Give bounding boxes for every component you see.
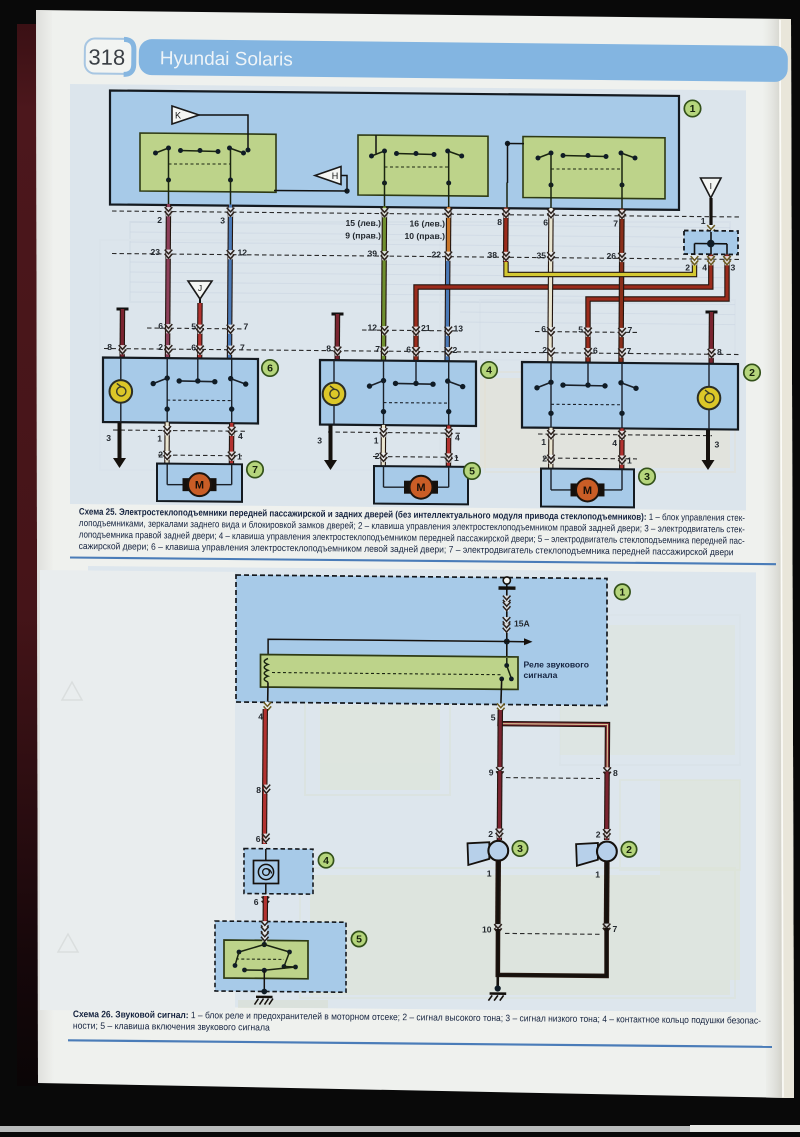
svg-text:1: 1 — [701, 216, 706, 226]
svg-text:2: 2 — [375, 451, 380, 461]
svg-text:7: 7 — [628, 325, 633, 335]
svg-text:I: I — [710, 181, 712, 191]
svg-text:5: 5 — [469, 466, 475, 478]
svg-text:3: 3 — [517, 843, 523, 855]
svg-text:1: 1 — [487, 869, 492, 879]
svg-text:3: 3 — [106, 433, 111, 443]
svg-text:1: 1 — [627, 456, 632, 466]
svg-text:7: 7 — [375, 344, 380, 354]
svg-text:22: 22 — [431, 250, 441, 260]
svg-text:5: 5 — [191, 321, 196, 331]
svg-text:35: 35 — [536, 251, 546, 261]
svg-text:4: 4 — [486, 365, 492, 377]
svg-text:1: 1 — [237, 452, 242, 462]
svg-text:9: 9 — [489, 768, 494, 778]
svg-text:1: 1 — [454, 453, 459, 463]
svg-text:2: 2 — [596, 830, 601, 840]
svg-text:2: 2 — [542, 345, 547, 355]
svg-text:1: 1 — [595, 869, 600, 879]
svg-text:39: 39 — [367, 249, 377, 259]
svg-text:M: M — [416, 482, 425, 494]
svg-text:3: 3 — [644, 471, 650, 483]
svg-text:3: 3 — [220, 216, 225, 226]
svg-text:2: 2 — [542, 454, 547, 464]
svg-text:7: 7 — [240, 343, 245, 353]
svg-text:5: 5 — [578, 324, 583, 334]
svg-text:7: 7 — [244, 322, 249, 332]
svg-text:9 (прав.): 9 (прав.) — [345, 231, 381, 241]
svg-text:H: H — [332, 171, 339, 181]
svg-text:сигнала: сигнала — [524, 670, 558, 680]
svg-text:3: 3 — [715, 440, 720, 450]
svg-text:12: 12 — [367, 323, 377, 333]
svg-text:6: 6 — [593, 346, 598, 356]
svg-text:8: 8 — [497, 217, 502, 227]
svg-text:1: 1 — [374, 436, 379, 446]
svg-text:3: 3 — [731, 263, 736, 273]
svg-text:Реле звукового: Реле звукового — [524, 660, 590, 670]
svg-text:4: 4 — [702, 263, 707, 273]
svg-text:26: 26 — [606, 251, 616, 261]
svg-text:1: 1 — [619, 587, 625, 599]
svg-text:7: 7 — [613, 924, 618, 934]
svg-text:M: M — [195, 480, 204, 492]
svg-text:5: 5 — [356, 934, 362, 946]
svg-text:1: 1 — [690, 103, 696, 115]
svg-text:Hyundai Solaris: Hyundai Solaris — [160, 48, 293, 70]
svg-text:M: M — [583, 485, 592, 497]
svg-text:6: 6 — [267, 363, 273, 375]
svg-text:4: 4 — [258, 712, 263, 722]
svg-text:6: 6 — [191, 342, 196, 352]
svg-text:10 (прав.): 10 (прав.) — [404, 231, 445, 241]
svg-text:8: 8 — [717, 347, 722, 357]
svg-text:38: 38 — [487, 250, 497, 260]
svg-text:4: 4 — [455, 433, 460, 443]
svg-text:5: 5 — [491, 713, 496, 723]
svg-text:1: 1 — [157, 434, 162, 444]
svg-text:6: 6 — [158, 321, 163, 331]
svg-text:ности; 5 – клавиша включения з: ности; 5 – клавиша включения звукового с… — [73, 1021, 271, 1033]
svg-text:10: 10 — [482, 925, 492, 935]
svg-text:4: 4 — [612, 438, 617, 448]
svg-text:2: 2 — [626, 844, 632, 856]
svg-text:16 (лев.): 16 (лев.) — [410, 219, 446, 229]
svg-text:8: 8 — [107, 342, 112, 352]
svg-text:2: 2 — [157, 215, 162, 225]
svg-text:7: 7 — [627, 346, 632, 356]
svg-text:4: 4 — [323, 855, 329, 867]
svg-text:7: 7 — [613, 219, 618, 229]
svg-text:J: J — [198, 283, 202, 293]
svg-text:K: K — [175, 110, 181, 120]
svg-text:6: 6 — [543, 218, 548, 228]
svg-text:2: 2 — [488, 829, 493, 839]
svg-text:1: 1 — [541, 437, 546, 447]
svg-text:8: 8 — [256, 785, 261, 795]
svg-text:2: 2 — [453, 345, 458, 355]
svg-text:4: 4 — [238, 431, 243, 441]
svg-text:3: 3 — [317, 436, 322, 446]
svg-text:8: 8 — [326, 344, 331, 354]
svg-text:6: 6 — [541, 324, 546, 334]
svg-text:13: 13 — [454, 324, 464, 334]
svg-text:6: 6 — [256, 834, 261, 844]
svg-text:2: 2 — [685, 263, 690, 273]
svg-text:7: 7 — [252, 464, 258, 476]
svg-text:6: 6 — [254, 897, 259, 907]
svg-text:8: 8 — [613, 768, 618, 778]
svg-text:23: 23 — [150, 247, 160, 257]
svg-text:12: 12 — [238, 247, 248, 257]
svg-text:21: 21 — [421, 323, 431, 333]
svg-text:2: 2 — [749, 367, 755, 379]
svg-text:6: 6 — [406, 345, 411, 355]
svg-text:15 (лев.): 15 (лев.) — [346, 218, 382, 228]
svg-text:2: 2 — [158, 450, 163, 460]
svg-text:15А: 15А — [514, 619, 530, 629]
svg-text:2: 2 — [158, 342, 163, 352]
svg-text:318: 318 — [88, 44, 125, 69]
